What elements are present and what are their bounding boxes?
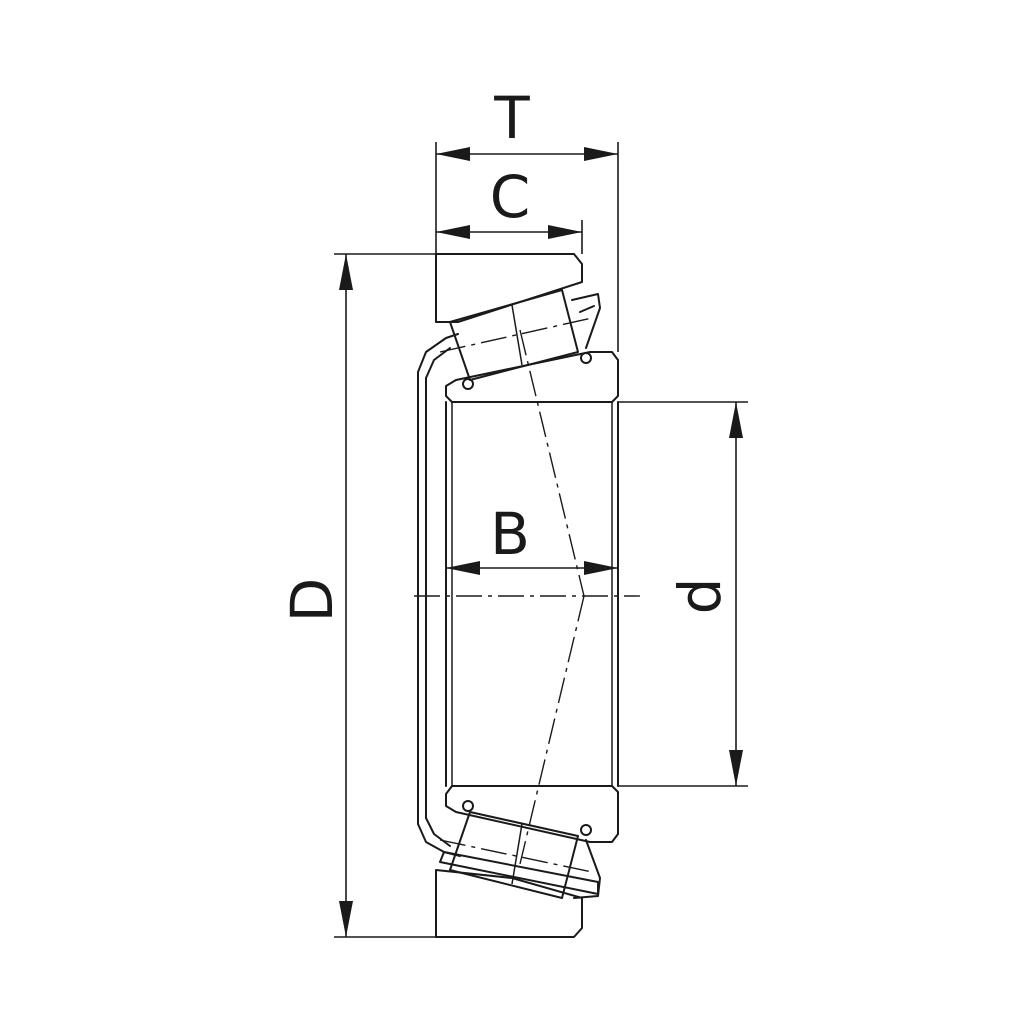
label-c: C <box>490 163 531 231</box>
roller-axis-upper <box>519 329 585 597</box>
cage-upper-flange <box>571 293 601 349</box>
label-d-outer: D <box>278 578 346 623</box>
cage-lower <box>417 817 461 857</box>
inner-ring-upper <box>445 351 619 403</box>
dimension-b: B <box>446 500 618 575</box>
dimension-d-outer: D <box>278 253 436 938</box>
label-d-bore: d <box>666 578 734 615</box>
bore-inner-line <box>451 402 613 786</box>
dimension-d-bore: d <box>618 401 748 787</box>
cage-upper <box>417 333 459 825</box>
roller-upper <box>439 289 593 390</box>
label-t: T <box>493 84 530 152</box>
inner-ring-lower <box>445 785 619 843</box>
outer-ring-lower <box>435 869 583 938</box>
outer-ring-upper <box>435 253 583 323</box>
roller-axis-lower <box>519 595 585 865</box>
dimension-t: T <box>435 84 619 352</box>
cage-lower-flange <box>573 839 601 899</box>
roller-lower <box>439 800 593 899</box>
bore-outline <box>445 401 619 787</box>
label-b: B <box>490 500 530 568</box>
dimension-c: C <box>436 163 583 254</box>
